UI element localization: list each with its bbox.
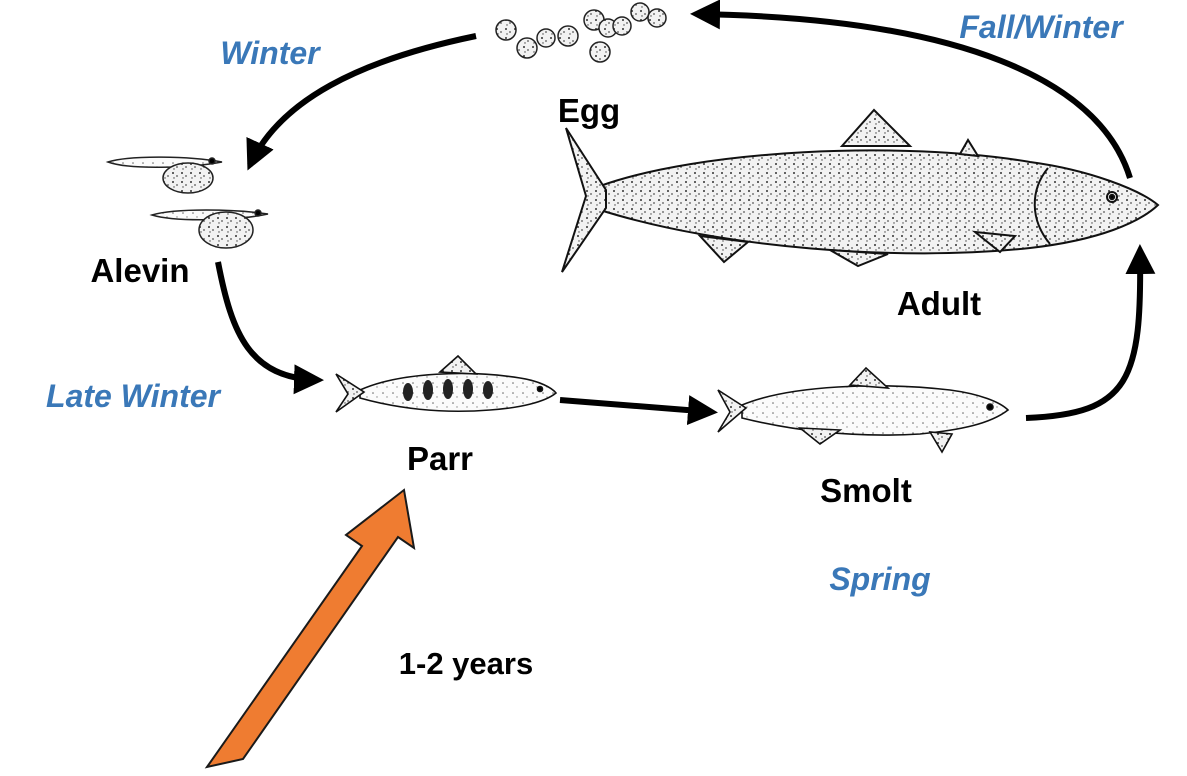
- egg-cluster-icon: [496, 3, 666, 62]
- parr-fish-icon: [336, 356, 556, 412]
- season-winter-label: Winter: [220, 35, 321, 71]
- alevin-fish-icon: [108, 157, 268, 248]
- duration-label: 1-2 years: [399, 646, 533, 681]
- smolt-fish-icon: [718, 368, 1008, 452]
- arrow-smolt-to-adult: [1026, 250, 1140, 418]
- arrow-alevin-to-parr: [218, 262, 318, 380]
- arrow-parr-to-smolt: [560, 400, 712, 412]
- smolt-label: Smolt: [820, 472, 912, 509]
- season-fall-winter-label: Fall/Winter: [959, 9, 1124, 45]
- adult-label: Adult: [897, 285, 981, 322]
- season-spring-label: Spring: [829, 561, 930, 597]
- parr-label: Parr: [407, 440, 473, 477]
- egg-label: Egg: [558, 92, 620, 129]
- alevin-label: Alevin: [90, 252, 189, 289]
- adult-salmon-icon: [562, 110, 1158, 272]
- season-late-winter-label: Late Winter: [46, 378, 222, 414]
- highlight-arrow: [207, 490, 414, 767]
